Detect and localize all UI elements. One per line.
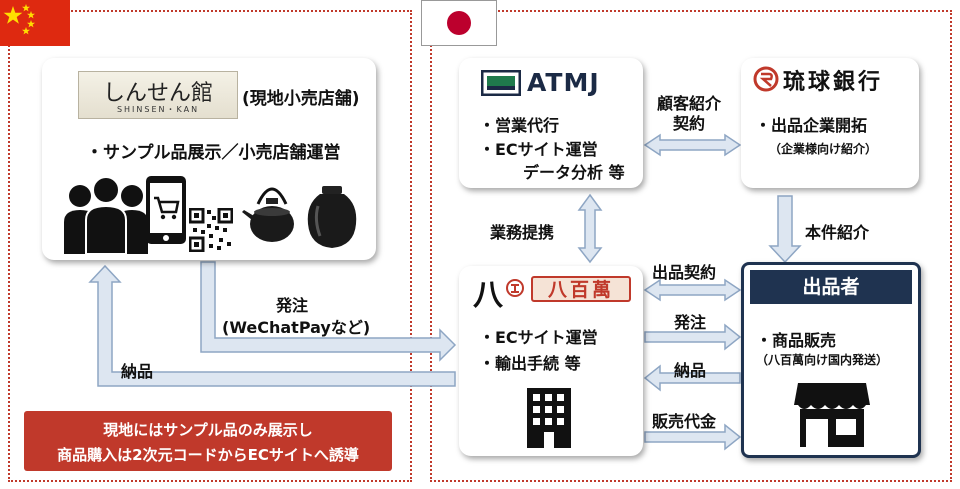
happyakuman-line-2: ・輸出手続 等 [479,354,581,373]
shinsenkan-logo-main: しんせん館 [102,81,213,106]
shop-type-label: (現地小売店舗) [242,89,360,109]
case-intro-label: 本件紹介 [805,223,870,242]
china-region [8,10,412,482]
japan-flag-sun [447,11,471,35]
seller-header: 出品者 [750,270,912,304]
case-intro-arrow [768,195,802,264]
delivery-label-shop: 納品 [121,362,154,381]
delivery-arrow-to-happyakuman [643,364,741,392]
business-tieup-label: 業務提携 [490,223,555,242]
happyakuman-logo-glyph: 八 [473,278,503,313]
shop-description: ・サンプル品展示／小売店舗運営 [86,143,341,163]
order-label-1: 発注 [276,296,309,315]
shop-box: しんせん館 SHINSEN・KAN (現地小売店舗) ・サンプル品展示／小売店舗… [42,58,376,260]
bank-line-1: ・出品企業開拓 [755,116,868,135]
atmj-logo-icon [481,70,521,96]
bank-line-2: （企業様向け紹介） [769,142,878,156]
customers-icon [64,176,148,254]
china-flag-stars [3,4,35,35]
happyakuman-box: 八 八百萬 ・ECサイト運営 ・輸出手続 等 [459,266,643,456]
client-intro-label: 顧客紹介 [657,94,722,113]
ryukyu-bank-box: 琉球銀行 ・出品企業開拓 （企業様向け紹介） [741,58,919,188]
sales-proceeds-label: 販売代金 [652,412,717,431]
seller-line-1: ・商品販売 [756,331,837,350]
order-arrow-to-happyakuman [200,261,457,362]
contract-label: 契約 [673,114,706,133]
notice-box: 現地にはサンプル品のみ展示し 商品購入は2次元コードからECサイトへ誘導 [24,411,392,471]
delivery-arrow-to-shop [88,264,456,387]
happyakuman-logo: 八百萬 [531,276,631,302]
china-flag [0,0,70,46]
delivery-label-seller: 納品 [674,361,707,380]
ryukyu-bank-logo-icon [753,66,779,92]
shinsenkan-logo-sub: SHINSEN・KAN [116,105,200,114]
client-intro-arrow [643,133,742,157]
business-tieup-arrow [577,193,603,264]
smartphone-cart-icon [146,176,186,244]
proceeds-arrow-to-seller [644,423,742,451]
atmj-line-2: ・ECサイト運営 [479,140,598,159]
atmj-logo-text: ATMJ [527,68,600,97]
seller-line-2: （八百萬向け国内発送） [756,353,889,367]
japan-flag [421,0,497,46]
qr-code-icon [189,208,233,252]
ceramic-vase-icon [307,186,357,248]
shinsenkan-logo: しんせん館 SHINSEN・KAN [78,71,238,119]
order-label-2: (WeChatPayなど) [222,318,371,337]
atmj-line-1: ・営業代行 [479,116,560,135]
japan-region [430,10,952,482]
iron-teapot-icon [242,187,294,242]
happyakuman-logo-mark [506,279,524,297]
atmj-line-3: データ分析 等 [523,163,625,182]
ryukyu-bank-logo: 琉球銀行 [783,69,884,95]
atmj-box: ATMJ ・営業代行 ・ECサイト運営 データ分析 等 [459,58,643,188]
notice-line-2: 商品購入は2次元コードからECサイトへ誘導 [57,446,359,464]
notice-line-1: 現地にはサンプル品のみ展示し [103,421,313,439]
order-arrow-to-seller [644,323,742,351]
order-label-seller: 発注 [674,313,707,332]
office-building-icon [527,388,571,448]
happyakuman-line-1: ・ECサイト運営 [479,328,598,347]
listing-contract-label: 出品契約 [652,263,717,282]
listing-contract-arrow [643,278,742,302]
storefront-icon [794,383,870,447]
seller-box: 出品者 ・商品販売 （八百萬向け国内発送） [741,262,921,458]
